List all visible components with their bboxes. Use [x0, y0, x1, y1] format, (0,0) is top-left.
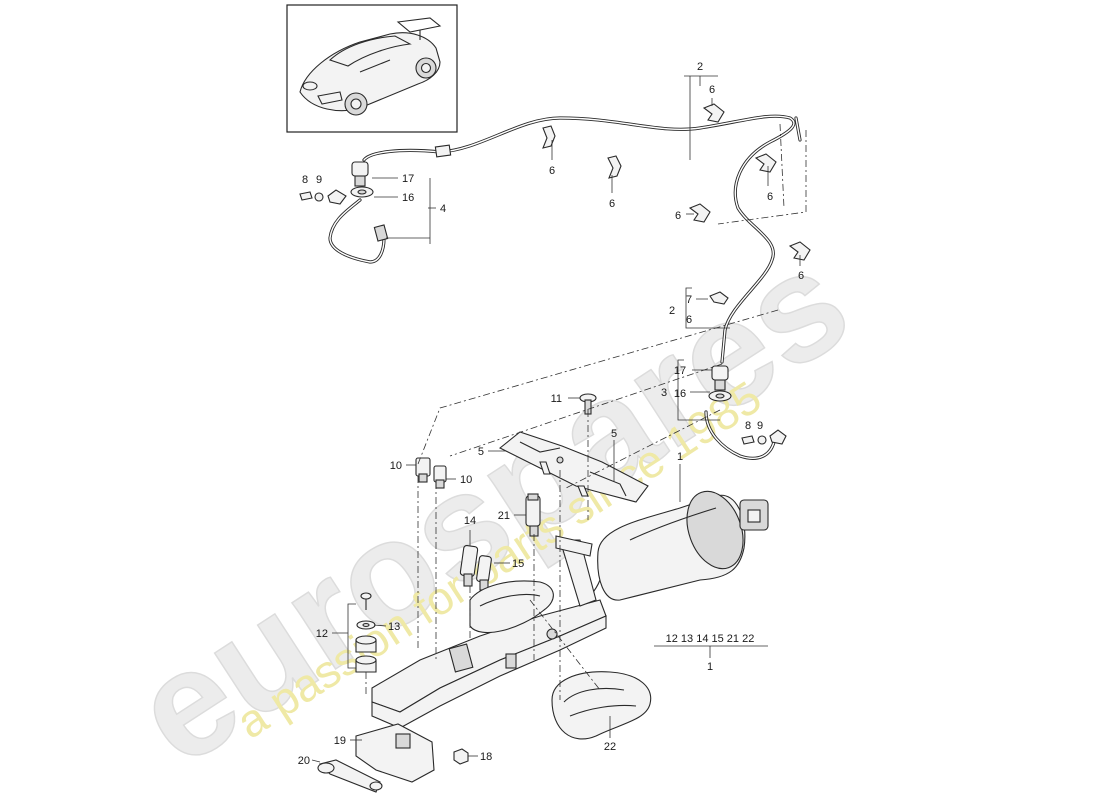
callout-5-right: 5	[611, 428, 617, 440]
callout-4: 4	[440, 203, 446, 215]
callout-3: 3	[661, 387, 667, 399]
valves	[415, 457, 447, 489]
leader-lines	[311, 75, 801, 763]
bottom-bracket	[317, 723, 469, 793]
projection-lines	[365, 123, 807, 700]
sensors	[459, 493, 541, 591]
callout-13: 13	[388, 621, 400, 633]
callout-9-right: 9	[757, 420, 763, 432]
bracket	[498, 431, 649, 503]
callout-14: 14	[464, 515, 476, 527]
callout-12: 12	[316, 628, 328, 640]
callout-5-left: 5	[478, 446, 484, 458]
callout-1-bottom: 1	[707, 661, 713, 673]
callout-9-left: 9	[316, 174, 322, 186]
callout-7: 7	[686, 294, 692, 306]
callout-6-e: 6	[675, 210, 681, 222]
callout-6-a: 6	[709, 84, 715, 96]
callout-8-left: 8	[302, 174, 308, 186]
car-thumbnail-icon	[299, 17, 442, 116]
callout-21: 21	[498, 510, 510, 522]
callout-16-right: 16	[674, 388, 686, 400]
car-thumbnail	[286, 4, 458, 133]
callout-19: 19	[334, 735, 346, 747]
callout-16-left: 16	[402, 192, 414, 204]
hose-clips	[542, 103, 811, 261]
callout-6-d: 6	[767, 191, 773, 203]
callout-6-f: 6	[798, 270, 804, 282]
callout-10-a: 10	[390, 460, 402, 472]
callout-11: 11	[551, 393, 562, 405]
callout-1-sub: 12 13 14 15 21 22	[666, 633, 755, 645]
upper-hose	[362, 114, 802, 364]
left-connector-group	[299, 161, 389, 264]
callout-6-b: 6	[549, 165, 555, 177]
callout-1-top: 1	[677, 451, 683, 463]
callouts: 2 6 6 6 6 6 6 6 8 9 17 16 4 2 7 17 3 16 …	[298, 61, 804, 767]
callout-20: 20	[298, 755, 310, 767]
base-frame	[371, 535, 607, 729]
callout-17-right: 17	[674, 365, 686, 377]
damper	[551, 671, 652, 740]
callout-17-left: 17	[402, 173, 414, 185]
right-connector-group	[704, 291, 787, 460]
callout-15: 15	[512, 558, 524, 570]
callout-2-mid: 2	[669, 305, 675, 317]
callout-22: 22	[604, 741, 616, 753]
callout-18: 18	[480, 751, 492, 763]
canister	[575, 490, 769, 609]
callout-6-g: 6	[686, 314, 692, 326]
callout-2-top: 2	[697, 61, 703, 73]
callout-6-c: 6	[609, 198, 615, 210]
callout-8-right: 8	[745, 420, 751, 432]
callout-10-b: 10	[460, 474, 472, 486]
